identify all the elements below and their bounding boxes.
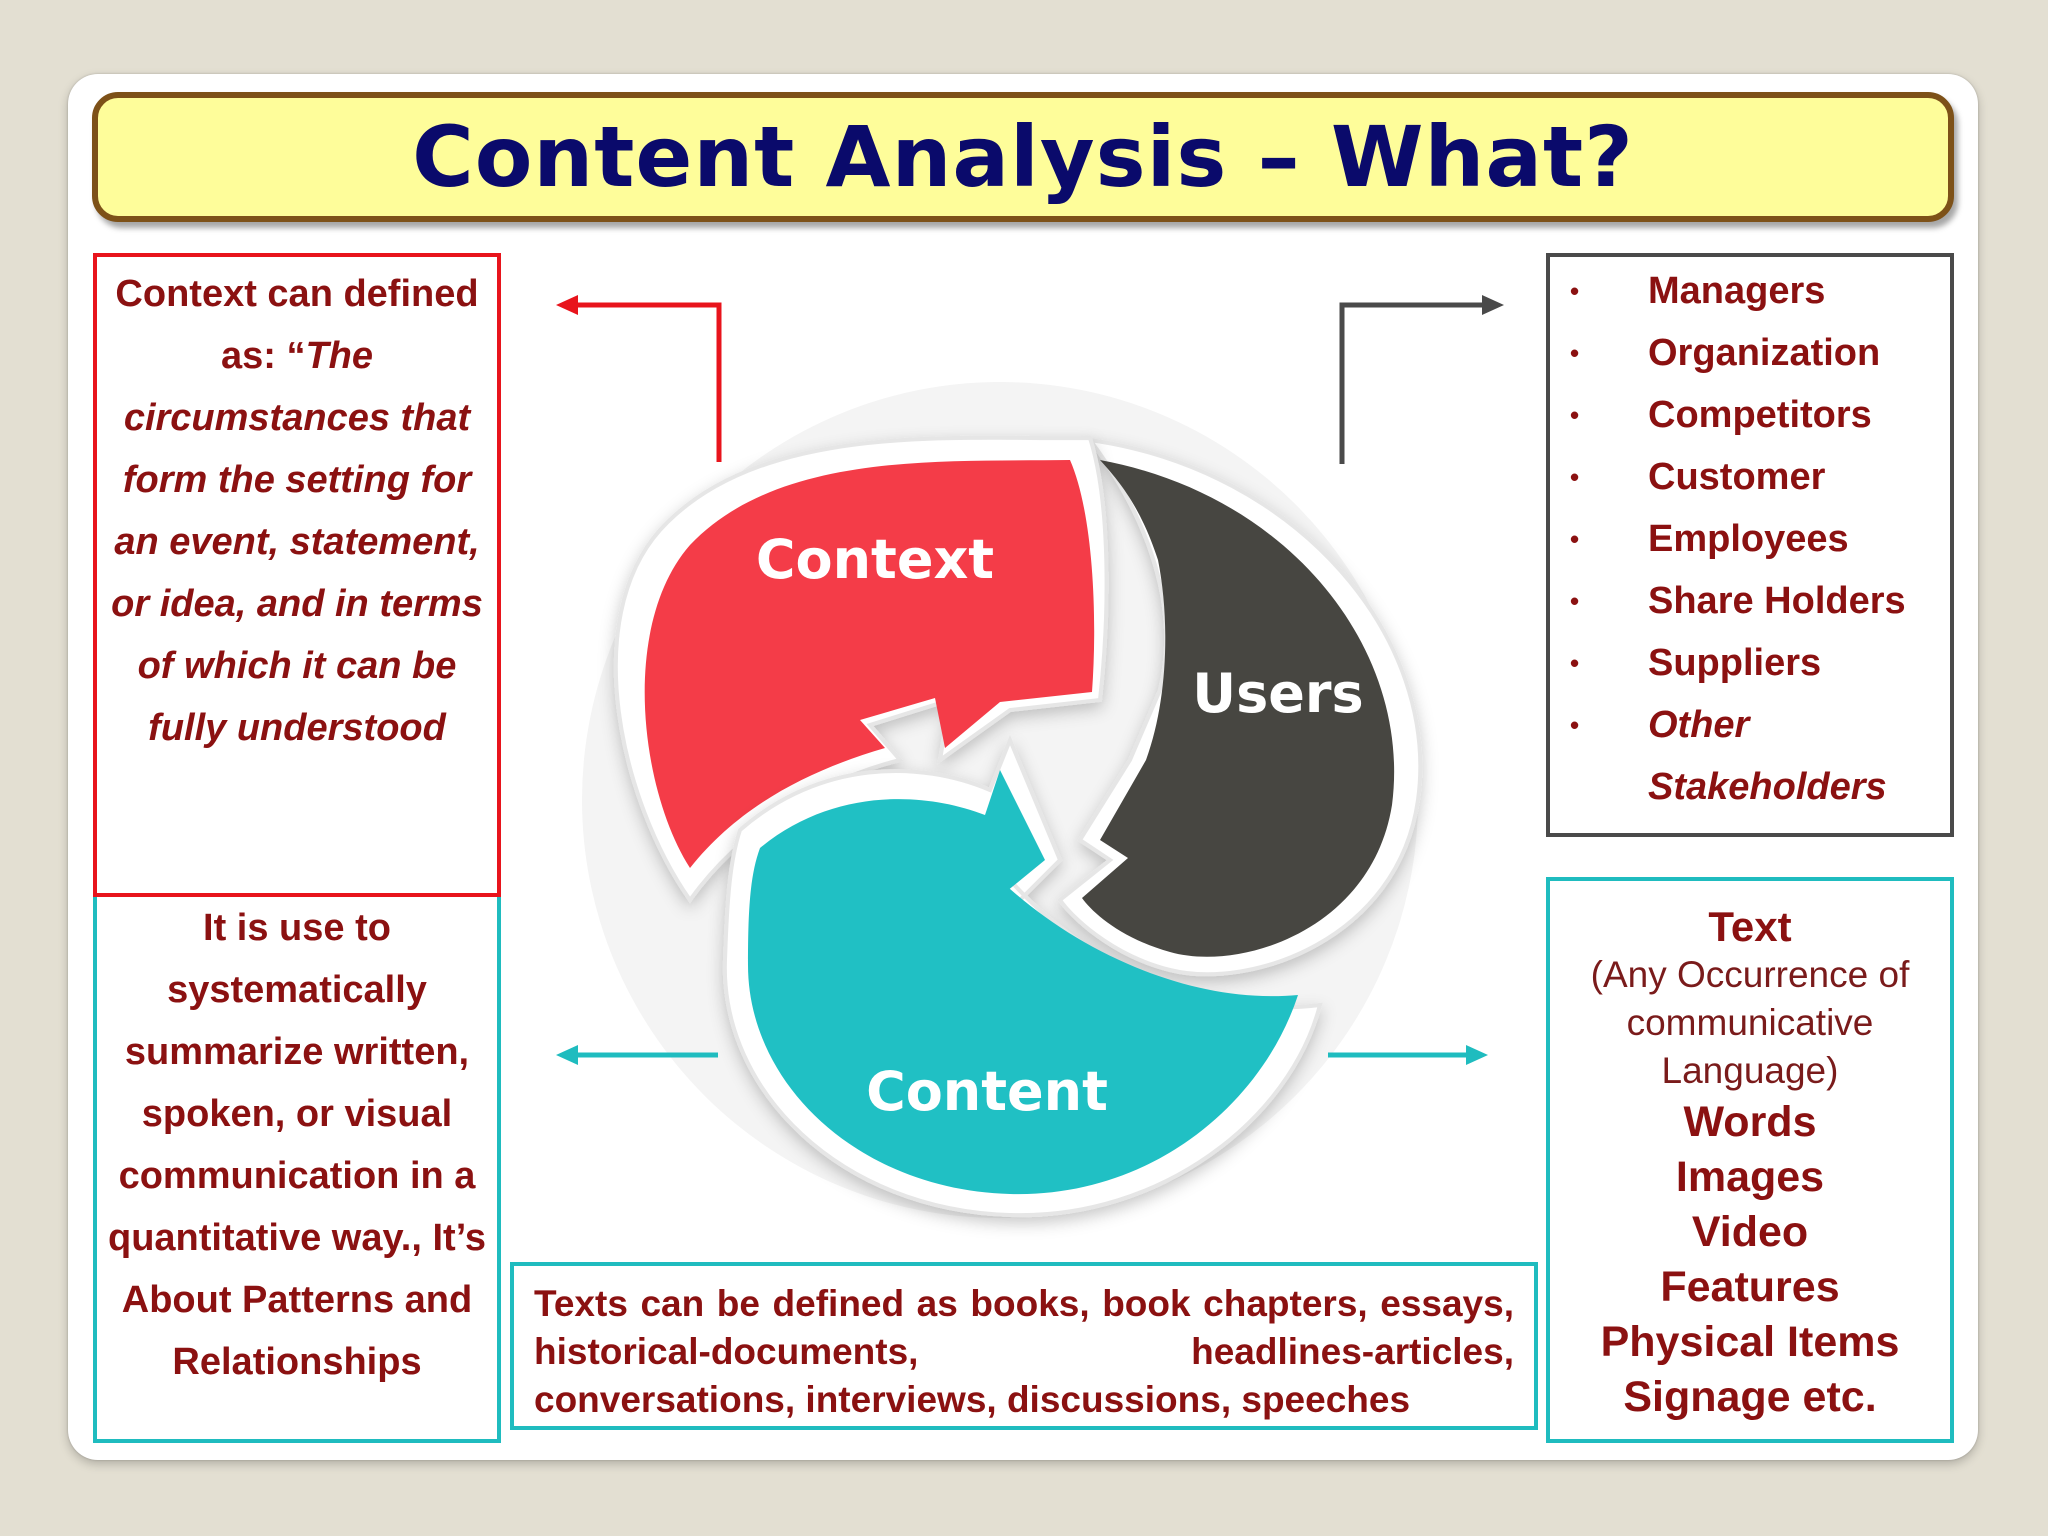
arrow-head-icon	[556, 1045, 578, 1065]
arrow-head-icon	[1466, 1045, 1488, 1065]
users-label: Users	[1192, 662, 1363, 725]
arrow-head-icon	[1482, 295, 1504, 315]
context-label: Context	[756, 528, 994, 591]
users-arrow	[1342, 295, 1504, 464]
context-arrow	[556, 295, 719, 462]
content-label: Content	[866, 1060, 1108, 1123]
arrow-head-icon	[556, 295, 578, 315]
content-arrow-right	[1328, 1045, 1488, 1065]
